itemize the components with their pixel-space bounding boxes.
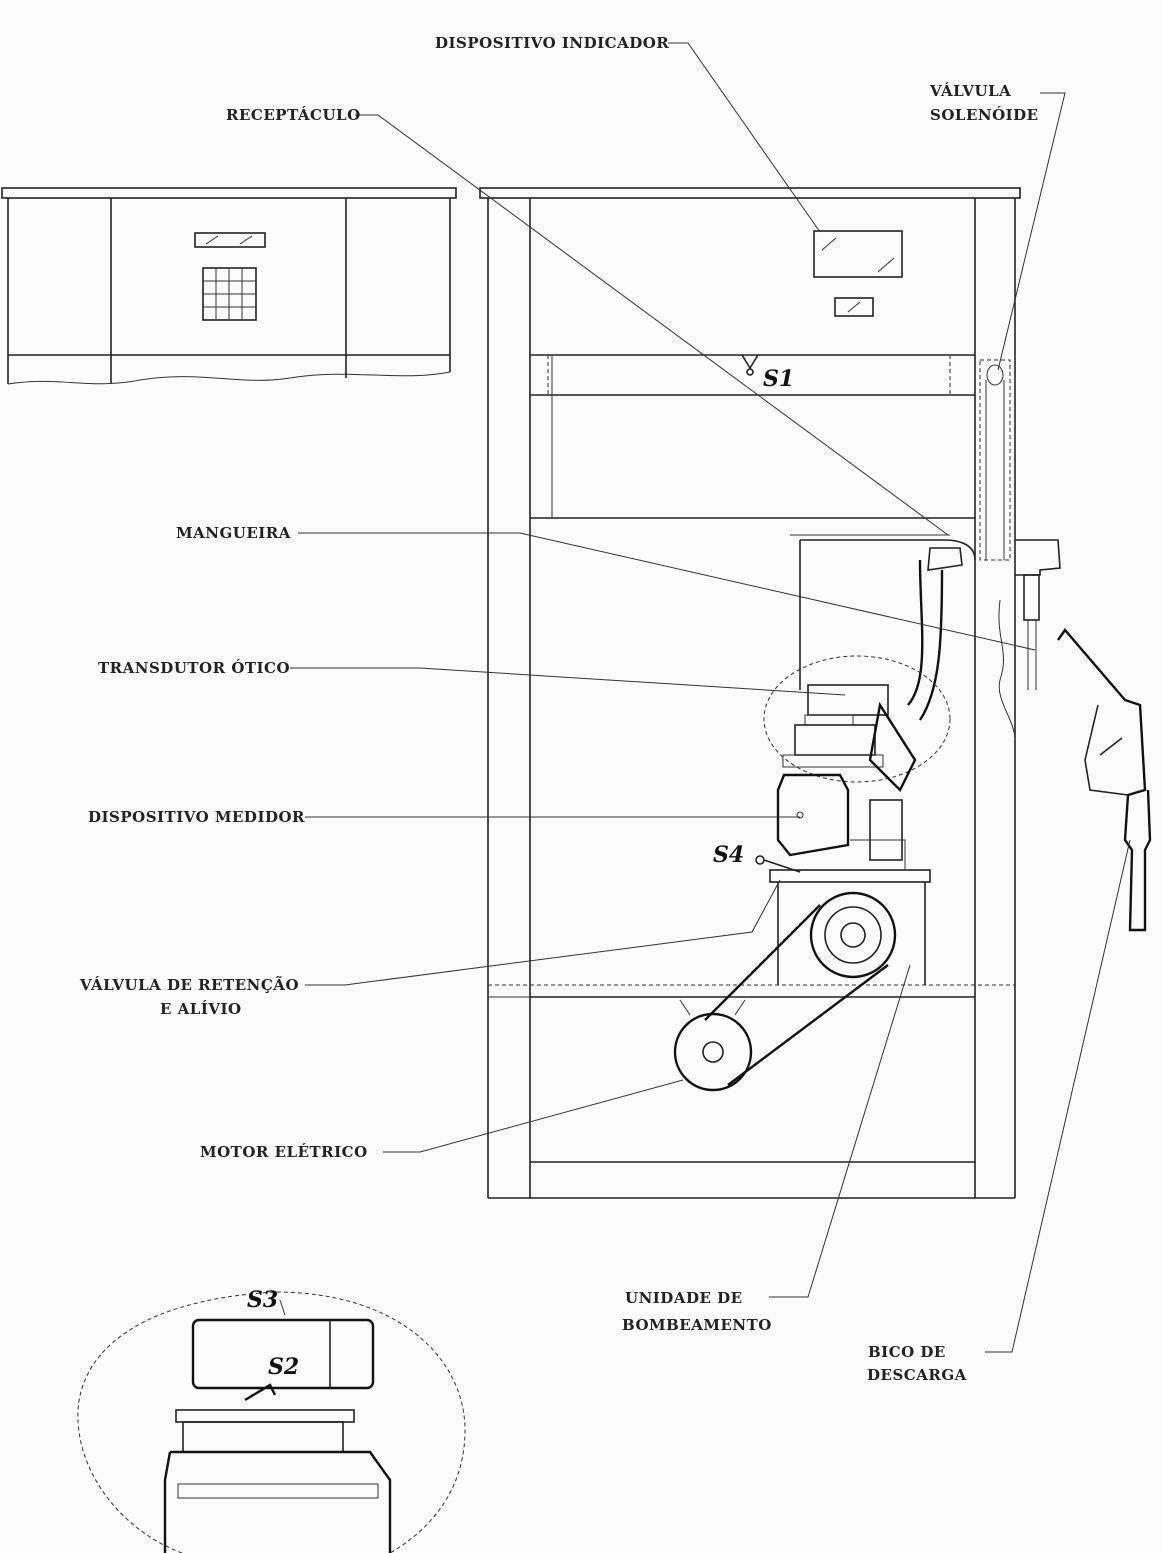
side-view-panel (1, 187, 457, 385)
discharge-nozzle (1057, 628, 1152, 932)
display-window (813, 230, 903, 317)
seal-s1-label: S1 (763, 366, 794, 392)
electric-motor (673, 999, 753, 1092)
keypad-grid (202, 267, 257, 321)
seal-s1-marker (741, 354, 759, 376)
transducer-detail-inset (77, 1291, 466, 1553)
label-transdutor-otico: TRANSDUTOR ÓTICO (98, 659, 290, 677)
seal-s4-marker (755, 855, 801, 873)
label-valvula-solenoide-line1: VÁLVULA (929, 82, 1011, 100)
label-bico-descarga-line2: DESCARGA (867, 1366, 967, 1384)
hose (790, 534, 1016, 741)
label-valvula-retencao-line2: E ALÍVIO (160, 1000, 242, 1018)
nozzle-holder (1015, 539, 1061, 690)
label-dispositivo-indicador: DISPOSITIVO INDICADOR (435, 34, 669, 52)
pump-pulley (809, 891, 897, 979)
label-receptaculo: RECEPTÁCULO (226, 106, 361, 124)
label-unidade-bombeamento-line1: UNIDADE DE (625, 1289, 743, 1307)
seal-s3-label: S3 (247, 1287, 278, 1313)
solenoid-valve (979, 359, 1011, 561)
label-mangueira: MANGUEIRA (176, 524, 291, 542)
seal-s2-label: S2 (268, 1354, 299, 1380)
label-dispositivo-medidor: DISPOSITIVO MEDIDOR (88, 808, 305, 826)
label-valvula-solenoide-line2: SOLENÓIDE (930, 106, 1039, 124)
label-bico-descarga-line1: BICO DE (868, 1343, 946, 1361)
drive-belt (704, 904, 889, 1086)
seal-s4-label: S4 (713, 842, 744, 868)
leader-lines (290, 42, 1131, 1353)
label-valvula-retencao-line1: VÁLVULA DE RETENÇÃO (79, 975, 299, 994)
dispenser-cabinet (479, 187, 1021, 1199)
meter-assembly (763, 655, 951, 985)
label-unidade-bombeamento-line2: BOMBEAMENTO (622, 1316, 772, 1334)
label-motor-eletrico: MOTOR ELÉTRICO (200, 1143, 368, 1161)
